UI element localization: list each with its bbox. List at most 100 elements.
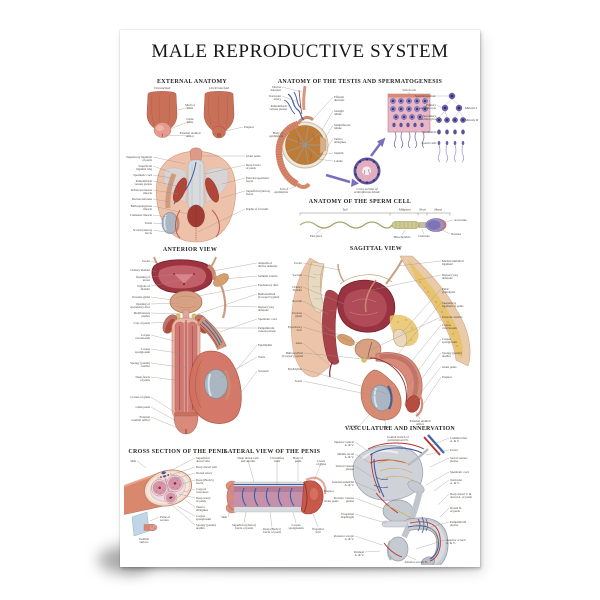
anatomy-label: Nucleus	[451, 232, 462, 236]
anatomy-label: Glans penis	[442, 365, 457, 369]
glans	[406, 395, 420, 413]
leader-line	[176, 505, 196, 517]
leader-line	[354, 465, 373, 478]
anatomy-label: Septum	[334, 151, 344, 155]
leader-line	[437, 493, 450, 506]
leader-line	[397, 260, 442, 267]
leader-line	[150, 260, 158, 264]
leader-line	[405, 338, 442, 389]
penis-front-uncircumcised	[203, 91, 235, 139]
spermatic-cord	[197, 316, 226, 350]
anatomy-label: Testis	[382, 425, 390, 429]
anatomy-label: Skin	[130, 459, 136, 463]
leader-line	[439, 507, 450, 518]
anatomy-label: Epididymis	[288, 367, 303, 371]
section-title-sperm-cell: ANATOMY OF THE SPERM CELL	[308, 199, 412, 205]
anatomy-label: Raphe of scrotum	[246, 207, 269, 211]
leader-line	[150, 416, 186, 432]
anatomy-label: Uncircumcised	[209, 86, 229, 90]
leader-line	[397, 302, 442, 355]
leader-line	[170, 466, 196, 476]
leader-line	[183, 488, 196, 493]
leader-line	[181, 479, 196, 485]
section-title-cross-section: CROSS SECTION OF THE PENIS	[128, 449, 228, 455]
leader-line	[431, 437, 450, 446]
anatomy-label: Spongy (penile)urethra	[196, 523, 216, 530]
leader-line	[302, 342, 332, 367]
ductus-deferens	[213, 273, 227, 319]
leader-line	[415, 411, 421, 420]
anatomy-label: Crus of penis	[134, 321, 151, 325]
leader-line	[150, 302, 181, 305]
anatomy-label: Spermatogonium	[415, 94, 437, 98]
leader-line	[233, 370, 258, 403]
anatomy-label: Spermatids	[422, 130, 437, 134]
testis-illustration: DuctusdeferensTesticulararteryPampinifor…	[269, 85, 479, 194]
plane-of-section-inset	[131, 511, 158, 537]
leader-line	[414, 366, 442, 401]
anatomy-label: Cremaster muscle	[130, 213, 153, 217]
testicular-vessels	[283, 85, 307, 121]
anatomy-label: Seminal vesicle	[258, 274, 278, 278]
anatomy-label: Tail	[342, 208, 347, 212]
anatomy-label: Rectum	[292, 299, 302, 303]
anatomy-label: Circumcised	[154, 86, 171, 90]
leader-line	[136, 460, 147, 469]
seminiferous-tubule-section	[353, 157, 381, 185]
anatomy-label: Ureter	[294, 261, 302, 265]
leader-line	[319, 490, 324, 495]
anatomy-label: Epididymis	[258, 343, 273, 347]
leader-line	[401, 229, 406, 236]
anatomy-label: Ejaculatory duct	[258, 283, 278, 287]
leader-line	[319, 152, 334, 156]
anatomy-label: Testis	[145, 221, 153, 225]
anatomy-label: Prostatic urethra	[442, 315, 463, 319]
leader-line	[152, 156, 187, 165]
leader-line	[415, 539, 446, 550]
leader-line	[326, 138, 334, 149]
anatomy-label: Bulbourethral(Cowper's) gland	[282, 351, 304, 358]
anatomy-label: Anterior scrotal N.	[404, 560, 428, 564]
section-title-anterior-view: ANTERIOR VIEW	[162, 247, 218, 253]
anatomy-label: Ductus (vas)deferens	[442, 273, 458, 280]
leader-line	[302, 368, 389, 395]
leader-line	[425, 471, 450, 486]
leader-line	[302, 312, 361, 349]
leader-line	[169, 457, 196, 472]
leader-line	[226, 344, 258, 383]
leader-line	[169, 121, 191, 130]
anatomy-label: Dorsal artery	[196, 471, 213, 475]
